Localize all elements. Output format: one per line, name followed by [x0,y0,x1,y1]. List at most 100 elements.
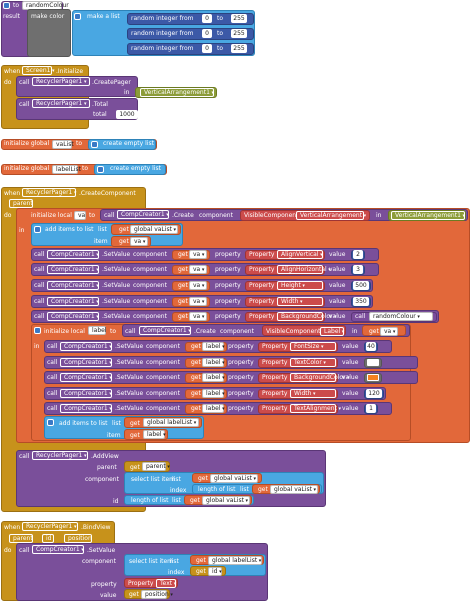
global-labellist-init[interactable] [1,164,167,175]
target-dropdown[interactable]: label [202,404,224,413]
make-color-block[interactable] [27,9,71,57]
screen-dropdown[interactable]: Screen1 [22,66,52,75]
random-min-value[interactable]: 0 [202,14,212,23]
global-valist-init[interactable] [1,139,157,150]
property-dropdown[interactable]: AlignHorizontal [277,265,327,274]
property-dropdown[interactable]: Width [277,297,323,306]
property-dropdown[interactable]: AlignVertical [277,250,323,259]
property-dropdown[interactable]: Width [290,389,336,398]
local-va-name[interactable]: va [74,211,86,220]
comp-creator-dropdown[interactable]: CompCreator1 [60,358,112,367]
pager-dropdown[interactable]: RecyclerPager1 [22,188,76,197]
color-swatch[interactable] [367,359,379,366]
property-dropdown[interactable]: BackgroundColor [290,373,345,382]
target-dropdown[interactable]: label [202,342,224,351]
number-value[interactable]: 1 [366,404,376,413]
property-dropdown[interactable]: TextAlignment [290,404,337,413]
va-dropdown[interactable]: va [130,237,148,246]
random-integer-block-3[interactable] [127,43,254,55]
comp-creator-dropdown[interactable]: CompCreator1 [32,545,84,554]
arrangement-dropdown[interactable]: VerticalArrangement1 [140,88,214,97]
event-param-parent[interactable]: parent [9,199,33,208]
pager-dropdown[interactable]: RecyclerPager1 [32,451,88,460]
color-swatch[interactable] [367,374,379,381]
comp-creator-dropdown[interactable]: CompCreator1 [60,373,112,382]
target-dropdown[interactable]: va [189,250,207,259]
local-label-name[interactable]: label [88,326,107,335]
comp-creator-dropdown[interactable]: CompCreator1 [60,389,112,398]
random-max-value[interactable]: 255 [231,29,247,38]
property-dropdown[interactable]: Height [277,281,323,290]
random-max-value[interactable]: 255 [231,14,247,23]
visible-component-label-block[interactable] [262,325,346,336]
gear-icon[interactable] [3,2,10,9]
global-valist-dropdown[interactable]: global vaList [130,225,178,234]
number-value[interactable]: 40 [366,342,376,351]
comp-creator-dropdown[interactable]: CompCreator1 [47,297,99,306]
random-min-value[interactable]: 0 [202,44,212,53]
random-colour-dropdown[interactable]: randomColour [369,312,433,321]
number-value[interactable]: 3 [353,265,363,274]
pager-dropdown[interactable]: RecyclerPager1 [32,99,90,108]
property-label: Property [262,405,288,412]
gear-icon[interactable] [47,419,54,426]
text-property-dropdown[interactable]: Text [156,579,176,588]
global-labellist-name[interactable]: labelList [52,165,81,174]
total-value[interactable]: 1000 [116,110,138,119]
target-dropdown[interactable]: label [202,373,224,382]
number-value[interactable]: 500 [353,281,369,290]
comp-creator-dropdown[interactable]: CompCreator1 [117,210,169,219]
bind-param-position[interactable]: position [64,534,92,543]
global-valist-dropdown[interactable]: global vaList [210,474,258,483]
parent-dropdown[interactable]: parent [142,462,166,471]
target-dropdown[interactable]: label [202,358,224,367]
text-property-block[interactable] [124,578,178,588]
global-valist-dropdown[interactable]: global vaList [202,496,250,505]
gear-icon[interactable] [91,141,98,148]
comp-creator-dropdown[interactable]: CompCreator1 [47,281,99,290]
comp-creator-dropdown[interactable]: CompCreator1 [47,312,99,321]
global-valist-dropdown[interactable]: global vaList [270,485,318,494]
number-value[interactable]: 120 [366,389,382,398]
property-dropdown[interactable]: BackgroundColor [277,312,332,321]
label-dropdown[interactable]: label [143,430,165,439]
id-dropdown[interactable]: id [208,567,222,576]
arrangement-in-dropdown[interactable]: VerticalArrangement1 [391,211,465,220]
random-min-value[interactable]: 0 [202,29,212,38]
gear-icon[interactable] [97,166,104,173]
create-empty-list-block[interactable] [94,164,166,175]
bind-param-parent[interactable]: parent [9,534,33,543]
comp-creator-dropdown[interactable]: CompCreator1 [47,265,99,274]
pager-dropdown[interactable]: RecyclerPager1 [32,77,90,86]
va-dropdown[interactable]: va [380,327,398,336]
number-value[interactable]: 2 [353,250,363,259]
comp-creator-dropdown[interactable]: CompCreator1 [139,326,191,335]
label-type-dropdown[interactable]: Label [320,327,344,336]
number-value[interactable]: 350 [353,297,369,306]
random-integer-block-1[interactable] [127,13,254,25]
global-labellist-dropdown[interactable]: global labelList [208,556,262,565]
global-valist-name[interactable]: vaList [52,140,74,149]
property-dropdown[interactable]: FontSize [290,342,336,351]
random-integer-block-2[interactable] [127,28,254,40]
target-dropdown[interactable]: label [202,389,224,398]
bind-param-id[interactable]: id [42,534,54,543]
comp-creator-dropdown[interactable]: CompCreator1 [47,250,99,259]
global-labellist-dropdown[interactable]: global labelList [143,418,199,427]
setvalue-call[interactable] [31,310,439,323]
property-dropdown[interactable]: TextColor [290,358,336,367]
comp-creator-dropdown[interactable]: CompCreator1 [60,342,112,351]
gear-icon[interactable] [74,13,81,20]
target-dropdown[interactable]: va [189,281,207,290]
position-dropdown[interactable]: position [141,590,169,599]
pager-dropdown[interactable]: RecyclerPager1 [22,522,78,531]
create-empty-list-block[interactable] [88,139,156,150]
gear-icon[interactable] [34,226,41,233]
random-max-value[interactable]: 255 [231,44,247,53]
target-dropdown[interactable]: va [189,312,207,321]
target-dropdown[interactable]: va [189,297,207,306]
arrangement-type-dropdown[interactable]: VerticalArrangement [296,211,364,220]
comp-creator-dropdown[interactable]: CompCreator1 [60,404,112,413]
gear-icon[interactable] [34,327,41,334]
target-dropdown[interactable]: va [189,265,207,274]
